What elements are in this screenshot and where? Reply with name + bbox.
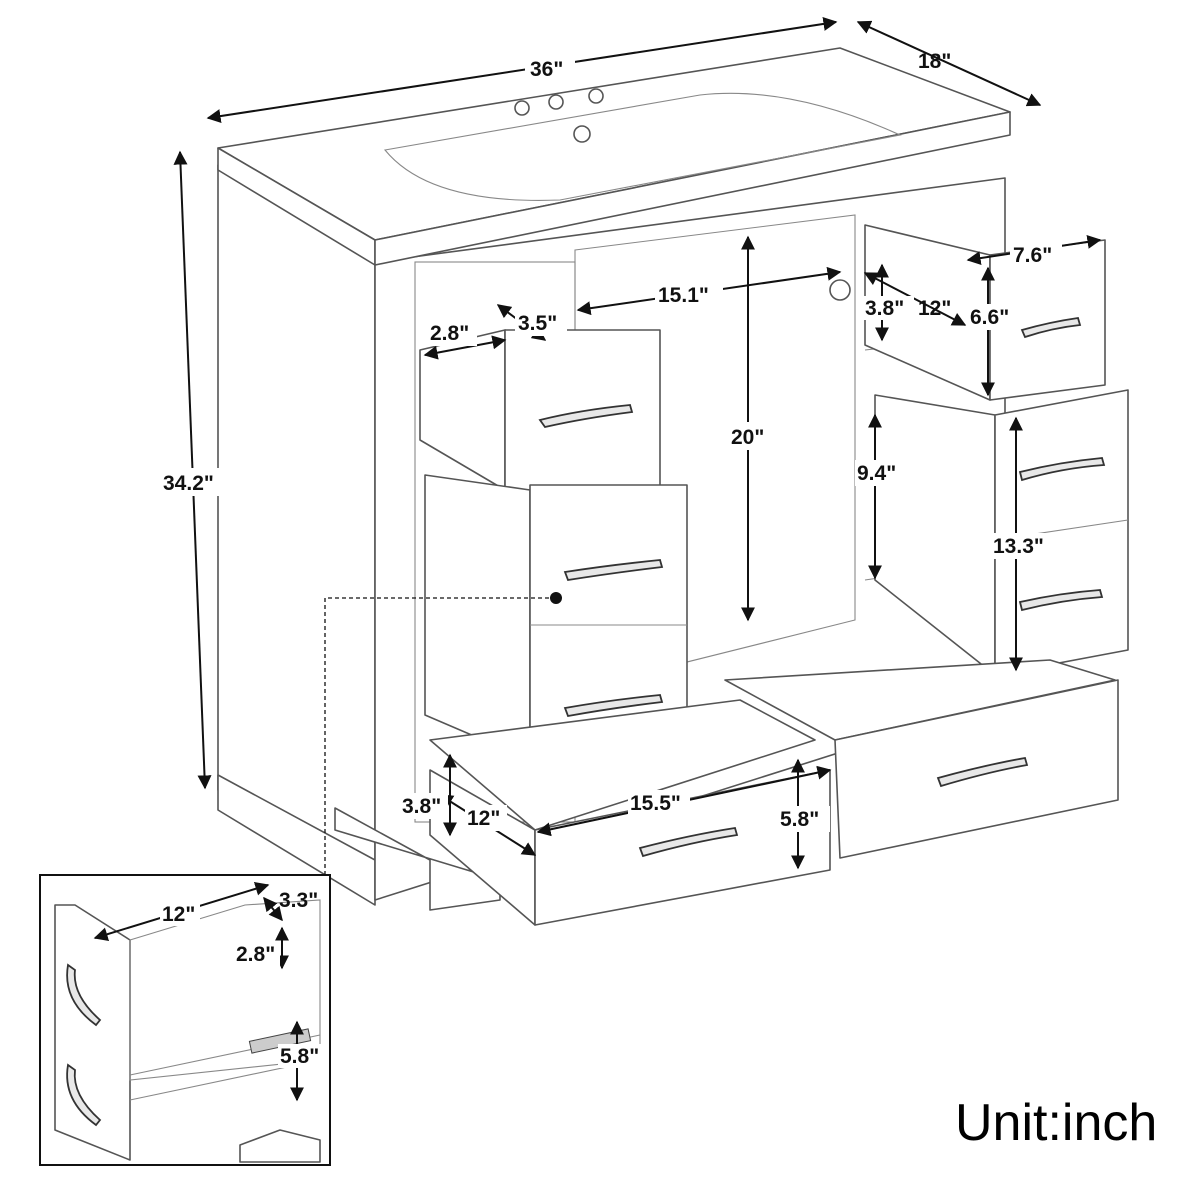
drawer-handle <box>66 1063 102 1127</box>
unit-label: Unit:inch <box>955 1094 1157 1152</box>
bottom-width-label: 15.5" <box>630 792 681 815</box>
faucet-hole <box>514 100 530 116</box>
inset-inner-height-label: 2.8" <box>236 943 275 966</box>
left-top-inner-width-label: 2.8" <box>430 322 469 345</box>
right-top-width-label: 7.6" <box>1013 244 1052 267</box>
drawer-handle <box>66 963 102 1027</box>
inset-top-gap-label: 3.3" <box>279 889 318 912</box>
opening-height-label: 20" <box>731 426 764 449</box>
drawer-handle <box>1018 457 1106 482</box>
dimension-labels: 36" 18" 34.2" 15.1" 20" 2.8" 3.5" 7.6" 6… <box>160 50 1062 832</box>
inset-drawer-height-label: 5.8" <box>280 1045 319 1068</box>
inset-depth-label: 12" <box>162 903 195 926</box>
drawer-handle <box>563 559 664 582</box>
bottom-depth-label: 12" <box>467 807 500 830</box>
right-middle-height-label: 13.3" <box>993 535 1044 558</box>
bottom-height-label: 5.8" <box>780 808 819 831</box>
opening-width-label: 15.1" <box>658 284 709 307</box>
drawer-handle <box>936 756 1029 788</box>
left-top-drawer <box>419 329 661 491</box>
right-middle-inner-height-label: 9.4" <box>857 462 896 485</box>
bottom-inner-height-label: 3.8" <box>402 795 441 818</box>
door-knob <box>829 279 851 301</box>
bottom-right-drawer <box>724 659 1119 859</box>
width-label: 36" <box>530 58 563 81</box>
faucet-hole <box>548 94 564 110</box>
faucet-hole <box>588 88 604 104</box>
height-label: 34.2" <box>163 472 214 495</box>
left-top-inner-height-label: 3.5" <box>518 312 557 335</box>
left-middle-drawer <box>424 474 688 761</box>
drawer-handle <box>1018 589 1104 612</box>
right-top-depth-label: 12" <box>918 297 951 320</box>
drawer-handle <box>1020 316 1082 339</box>
drawer-handle <box>538 404 634 429</box>
inset-detail: 12" 3.3" 2.8" 5.8" <box>39 874 331 1166</box>
right-top-inner-height-label: 3.8" <box>865 297 904 320</box>
right-top-height-label: 6.6" <box>970 306 1009 329</box>
depth-label: 18" <box>918 50 951 73</box>
drain-hole <box>573 125 591 143</box>
drawer-handle <box>563 694 664 718</box>
